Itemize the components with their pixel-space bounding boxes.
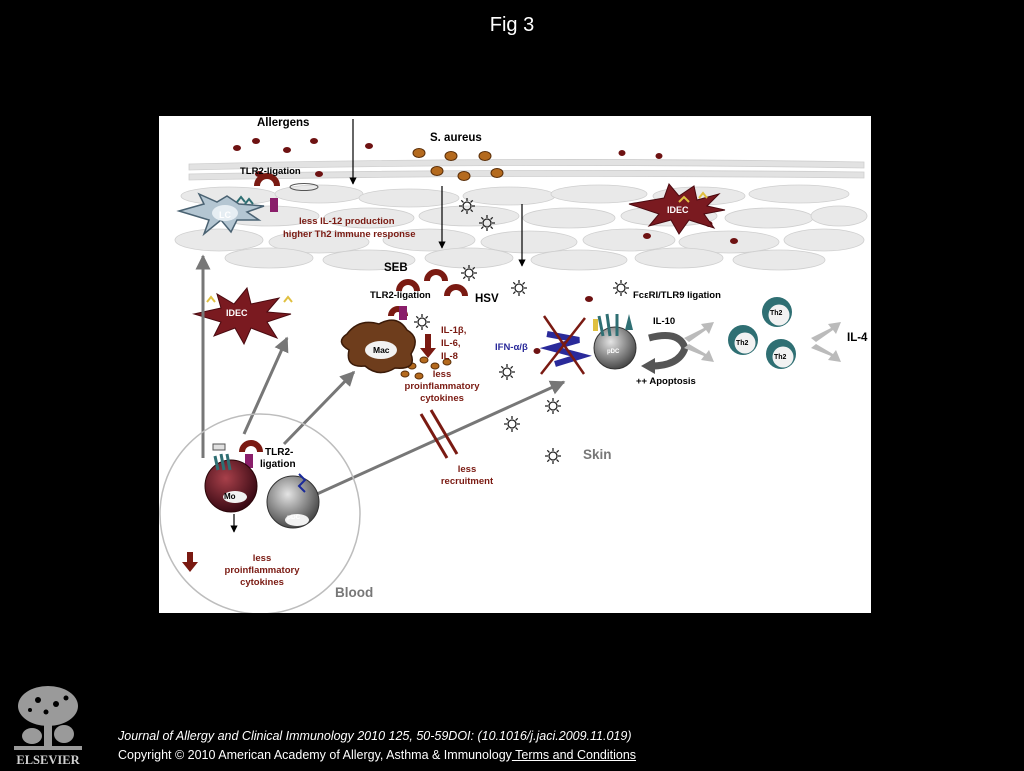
il6-label: IL-6, xyxy=(441,338,461,349)
tlr2-receptor-mac xyxy=(399,306,407,320)
apoptosis-label: ++ Apoptosis xyxy=(636,376,696,387)
macrophage-cell xyxy=(340,319,416,374)
higher-th2-label: higher Th2 immune response xyxy=(283,229,416,240)
penetration-arrows xyxy=(230,119,526,533)
blood-label: Blood xyxy=(335,585,374,600)
il1b-label: IL-1β, xyxy=(441,325,467,336)
seb-label: SEB xyxy=(384,262,408,274)
terms-link[interactable]: Terms and Conditions xyxy=(511,748,637,762)
monocyte-cell xyxy=(204,440,263,513)
lc-label: LC xyxy=(219,210,231,220)
elsevier-logo: ELSEVIER xyxy=(10,682,86,767)
th2-label-a: Th2 xyxy=(770,310,783,317)
th2-label-c: Th2 xyxy=(774,354,787,361)
idec-left-cell xyxy=(192,286,293,346)
less-blood-1: less xyxy=(252,553,272,564)
tlr2-ligation-mid-label: TLR2-ligation xyxy=(370,290,431,301)
less-mac-2: proinflammatory xyxy=(404,381,480,392)
pdc-blood-cell xyxy=(266,473,320,529)
less-blood-2: proinflammatory xyxy=(224,565,300,576)
blood-vessel xyxy=(159,413,361,613)
migration-arrows xyxy=(195,254,566,496)
idec-top-cell xyxy=(628,183,726,235)
idec-top-label: IDEC xyxy=(667,205,689,215)
blood-decrease-arrow xyxy=(182,552,198,572)
less-blood-3: cytokines xyxy=(240,577,284,588)
ifn-label: IFN-α/β xyxy=(495,342,528,353)
hsv-label: HSV xyxy=(475,293,499,305)
mac-decrease-arrow xyxy=(420,334,436,358)
pdc-blood-label: pDC xyxy=(287,514,301,521)
il10-label: IL-10 xyxy=(653,316,676,327)
figure-panel: Allergens S. aureus TLR2-ligation LC les… xyxy=(159,116,871,613)
pdc-skin-cell xyxy=(593,313,637,370)
less-recruitment-2: recruitment xyxy=(440,476,494,487)
th2-label-b: Th2 xyxy=(736,340,749,347)
diagram-drawing xyxy=(159,119,868,613)
tlr2-ligation-top-label: TLR2-ligation xyxy=(240,166,301,177)
less-il12-label: less IL-12 production xyxy=(299,216,395,227)
copyright-line: Copyright © 2010 American Academy of All… xyxy=(118,748,636,762)
s-aureus-label: S. aureus xyxy=(430,132,482,144)
il8-label: IL-8 xyxy=(441,351,458,362)
svg-text:ELSEVIER: ELSEVIER xyxy=(16,753,80,766)
less-recruitment-1: less xyxy=(457,464,477,475)
mac-label: Mac xyxy=(373,345,390,355)
copyright-text: Copyright © 2010 American Academy of All… xyxy=(118,748,512,762)
tlr2-ligation-low-1: TLR2- xyxy=(265,447,294,458)
slide-title: Fig 3 xyxy=(489,14,535,36)
less-mac-1: less xyxy=(432,369,452,380)
s-aureus-bacteria xyxy=(400,148,504,380)
langerhans-cell xyxy=(176,173,319,237)
less-mac-3: cytokines xyxy=(420,393,464,404)
split-arrows xyxy=(684,322,841,362)
skin-label: Skin xyxy=(583,447,612,462)
ifn-blocked xyxy=(539,315,592,375)
tlr2-ligation-low-2: ligation xyxy=(260,459,296,470)
pdc-skin-label: pDC xyxy=(607,349,620,355)
il4-label: IL-4 xyxy=(847,332,868,344)
recruitment-block xyxy=(419,409,459,459)
fcer-tlr9-label: FcεRI/TLR9 ligation xyxy=(633,290,721,301)
citation: Journal of Allergy and Clinical Immunolo… xyxy=(118,729,632,743)
elsevier-tree-icon: ELSEVIER xyxy=(10,682,86,767)
mo-label: Mo xyxy=(224,492,236,501)
allergens-label: Allergens xyxy=(257,117,310,129)
idec-left-label: IDEC xyxy=(226,308,248,318)
